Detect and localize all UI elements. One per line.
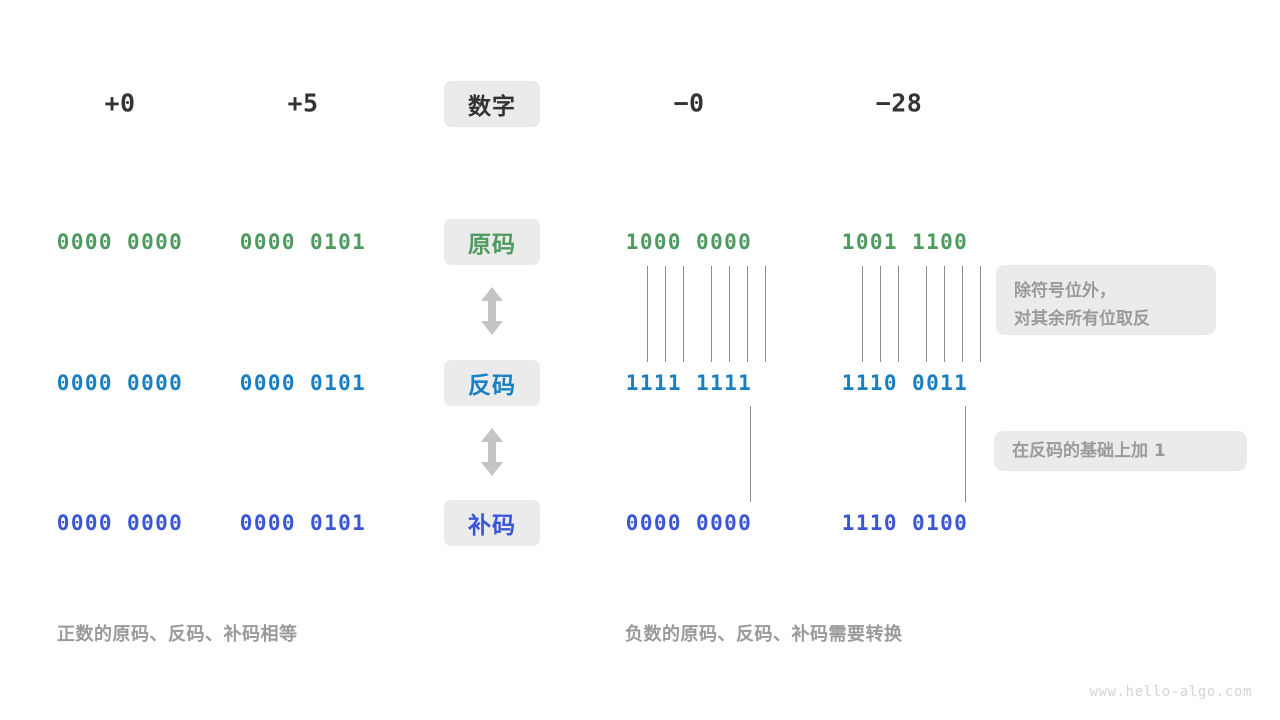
note-line-1: 在反码的基础上加 1 (1012, 440, 1166, 461)
twos-complement-minus-zero: 0000 0000 (625, 511, 753, 535)
bit-connector-line (862, 266, 863, 362)
bit-connector-line (962, 266, 963, 362)
row-badge-ones-complement: 反码 (444, 360, 540, 406)
bit-connector-line (747, 266, 748, 362)
bit-connector-line (880, 266, 881, 362)
header-value-minus-zero: −0 (673, 88, 705, 118)
sign-magnitude-plus-zero: 0000 0000 (56, 230, 184, 254)
header-value-plus-five: +5 (287, 88, 319, 118)
watermark: www.hello-algo.com (1089, 684, 1252, 700)
double-arrow-icon-sign-to-ones (478, 286, 506, 340)
ones-complement-minus-twentyeight: 1110 0011 (841, 371, 969, 395)
carry-connector-line (750, 406, 751, 502)
header-badge-number: 数字 (444, 81, 540, 127)
header-value-plus-zero: +0 (104, 88, 136, 118)
bit-connector-line (647, 266, 648, 362)
sign-magnitude-minus-zero: 1000 0000 (625, 230, 753, 254)
bit-connector-line (980, 266, 981, 362)
row-badge-twos-complement: 补码 (444, 500, 540, 546)
bit-connector-line (729, 266, 730, 362)
carry-connector-line (965, 406, 966, 502)
sign-magnitude-minus-twentyeight: 1001 1100 (841, 230, 969, 254)
ones-complement-plus-five: 0000 0101 (239, 371, 367, 395)
ones-complement-plus-zero: 0000 0000 (56, 371, 184, 395)
caption-positive-equal: 正数的原码、反码、补码相等 (57, 624, 298, 645)
twos-complement-plus-zero: 0000 0000 (56, 511, 184, 535)
bit-connector-line (944, 266, 945, 362)
bit-connector-line (665, 266, 666, 362)
twos-complement-plus-five: 0000 0101 (239, 511, 367, 535)
note-line-1: 除符号位外， (1014, 281, 1116, 301)
note-add-one-to-ones-complement: 在反码的基础上加 1 (994, 431, 1247, 471)
bit-connector-line (765, 266, 766, 362)
row-badge-sign-magnitude: 原码 (444, 219, 540, 265)
note-line-2: 对其余所有位取反 (1014, 309, 1150, 330)
bit-connector-line (898, 266, 899, 362)
twos-complement-minus-twentyeight: 1110 0100 (841, 511, 969, 535)
bit-connector-line (926, 266, 927, 362)
ones-complement-minus-zero: 1111 1111 (625, 371, 753, 395)
note-invert-non-sign-bits: 除符号位外， 对其余所有位取反 (996, 265, 1216, 335)
bit-connector-line (683, 266, 684, 362)
sign-magnitude-plus-five: 0000 0101 (239, 230, 367, 254)
header-value-minus-twentyeight: −28 (875, 88, 923, 118)
caption-negative-convert: 负数的原码、反码、补码需要转换 (625, 624, 903, 645)
bit-connector-line (711, 266, 712, 362)
double-arrow-icon-ones-to-twos (478, 427, 506, 481)
